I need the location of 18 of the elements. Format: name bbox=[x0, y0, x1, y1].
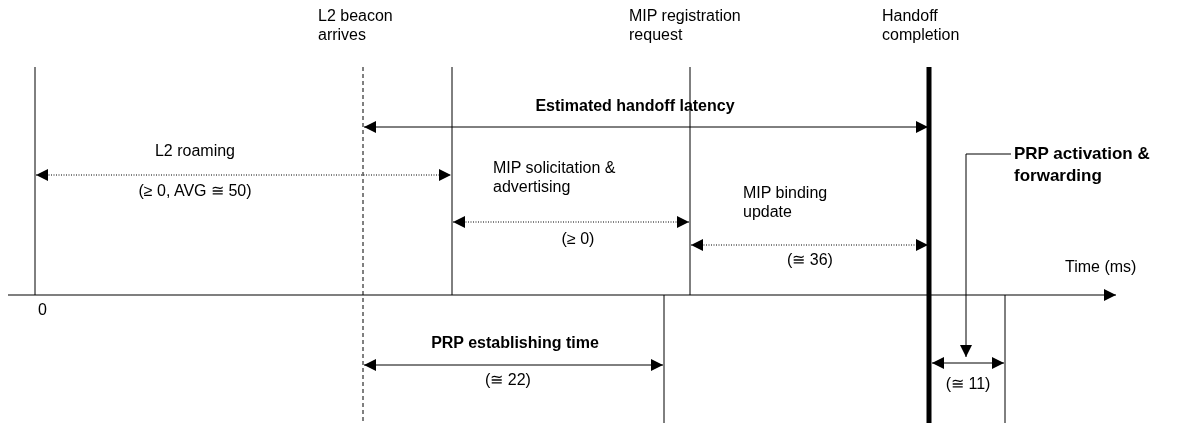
interval-label: L2 roaming bbox=[153, 141, 236, 160]
event-label: L2 beacon arrives bbox=[318, 6, 394, 44]
duration-value: (≅ 36) bbox=[786, 250, 834, 269]
event-label: MIP registration request bbox=[629, 6, 742, 44]
duration-value: (≅ 22) bbox=[484, 370, 532, 389]
axis-tick-label: 0 bbox=[38, 300, 48, 319]
leader-line bbox=[960, 153, 1012, 358]
axis-label: Time (ms) bbox=[1065, 257, 1138, 276]
interval-label: MIP binding update bbox=[743, 183, 829, 221]
interval-label: MIP solicitation & advertising bbox=[493, 158, 617, 196]
callout-label: PRP activation & forwarding bbox=[1014, 143, 1174, 187]
interval-label: PRP establishing time bbox=[430, 333, 600, 352]
duration-value: (≥ 0, AVG ≅ 50) bbox=[137, 181, 253, 200]
duration-value: (≅ 11) bbox=[944, 374, 992, 393]
event-label: Handoff completion bbox=[882, 6, 961, 44]
interval-arrow bbox=[932, 357, 1004, 369]
interval-label: Estimated handoff latency bbox=[534, 96, 736, 115]
duration-value: (≥ 0) bbox=[560, 229, 596, 248]
